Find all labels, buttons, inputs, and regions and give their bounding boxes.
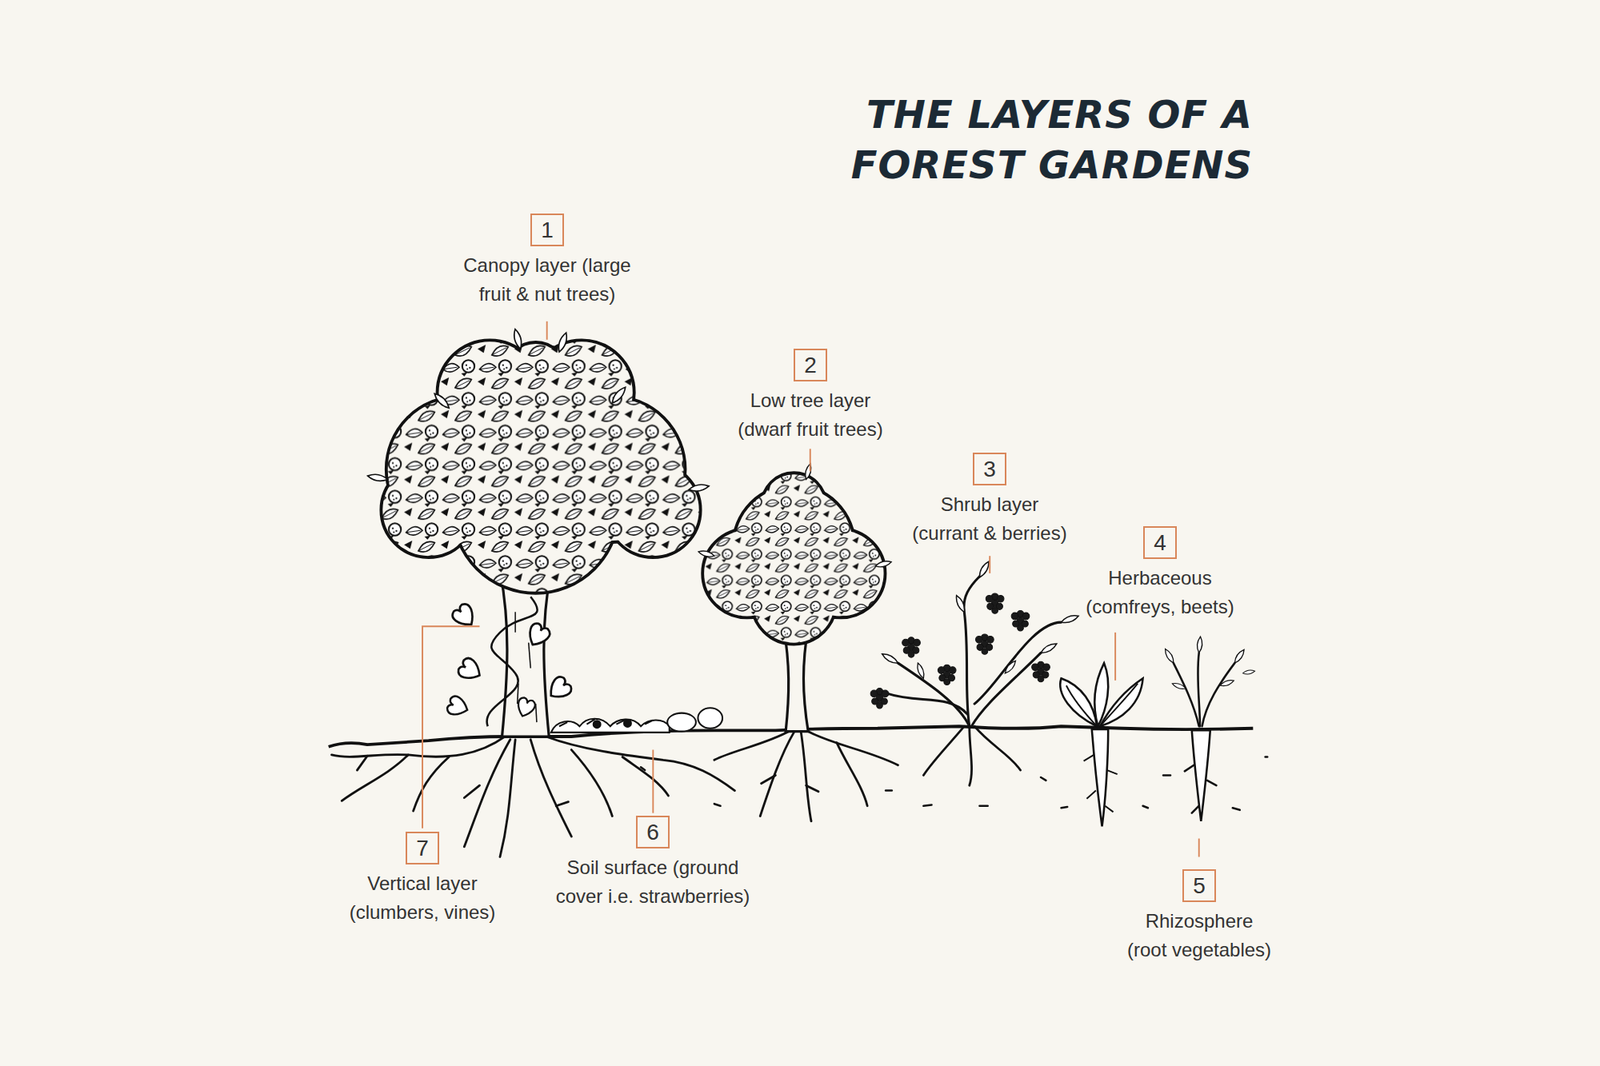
callout-number: 7 <box>405 832 440 865</box>
layer-label: Low tree layer (dwarf fruit trees) <box>688 386 932 444</box>
layer-callout: 2Low tree layer (dwarf fruit trees) <box>688 348 932 444</box>
callout-number: 4 <box>1143 526 1177 560</box>
layer-callout: 7Vertical layer (clumbers, vines) <box>320 832 524 928</box>
layer-label: Soil surface (ground cover i.e. strawber… <box>531 853 775 912</box>
layer-label: Herbaceous (comfreys, beets) <box>1062 564 1258 622</box>
layer-callout: 6Soil surface (ground cover i.e. strawbe… <box>531 816 775 912</box>
layer-callout: 1Canopy layer (large fruit & nut trees) <box>417 213 677 309</box>
callout-number: 6 <box>636 816 670 849</box>
layer-label: Rhizosphere (root vegetables) <box>1093 907 1305 965</box>
layer-callout: 5Rhizosphere (root vegetables) <box>1093 869 1305 965</box>
layer-callout: 4Herbaceous (comfreys, beets) <box>1062 526 1258 622</box>
layer-label: Vertical layer (clumbers, vines) <box>320 869 524 928</box>
callout-number: 2 <box>793 348 828 382</box>
callout-number: 1 <box>530 213 564 247</box>
diagram-title: THE LAYERS OF A FOREST GARDENS <box>756 89 1253 191</box>
leader-lines <box>422 321 1200 858</box>
callout-number: 5 <box>1182 869 1216 903</box>
layer-callout: 3Shrub layer (currant & berries) <box>880 452 1100 548</box>
layer-label: Shrub layer (currant & berries) <box>880 490 1100 548</box>
layer-label: Canopy layer (large fruit & nut trees) <box>417 251 677 309</box>
callout-number: 3 <box>972 452 1007 486</box>
